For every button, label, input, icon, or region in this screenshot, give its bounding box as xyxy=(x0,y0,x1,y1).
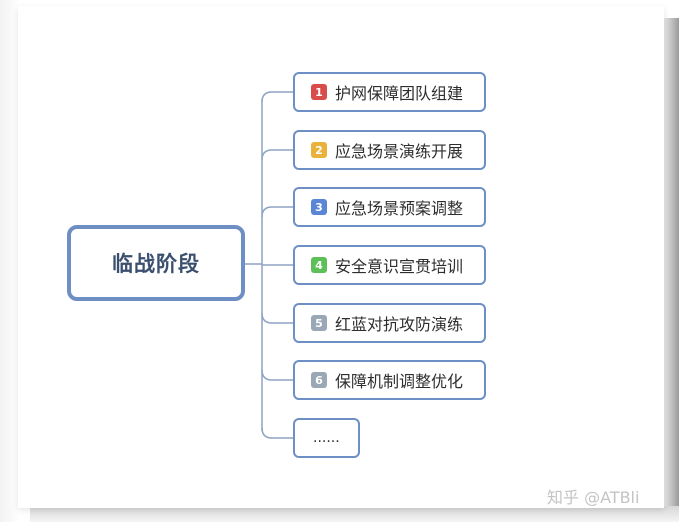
badge-1: 1 xyxy=(311,84,327,100)
connector-branch-1 xyxy=(261,91,293,103)
branch-node-6[interactable]: 6 保障机制调整优化 xyxy=(293,360,486,400)
page-shadow-right xyxy=(664,18,679,508)
branch-label-3: 应急场景预案调整 xyxy=(335,199,464,218)
connector-branch-3 xyxy=(261,206,293,218)
connector-branch-5 xyxy=(261,312,293,324)
branch-node-2[interactable]: 2 应急场景演练开展 xyxy=(293,130,486,170)
branch-node-4[interactable]: 4 安全意识宣贯培训 xyxy=(293,245,486,285)
branch-node-1[interactable]: 1 护网保障团队组建 xyxy=(293,72,486,112)
branch-label-5: 红蓝对抗攻防演练 xyxy=(335,315,464,334)
connector-branch-more xyxy=(261,427,293,439)
page-shadow-left xyxy=(0,0,20,522)
branch-node-5[interactable]: 5 红蓝对抗攻防演练 xyxy=(293,303,486,343)
badge-5: 5 xyxy=(311,315,327,331)
badge-3: 3 xyxy=(311,199,327,215)
branch-node-3[interactable]: 3 应急场景预案调整 xyxy=(293,187,486,227)
branch-label-1: 护网保障团队组建 xyxy=(335,84,464,103)
badge-2: 2 xyxy=(311,142,327,158)
badge-4: 4 xyxy=(311,257,327,273)
branch-label-4: 安全意识宣贯培训 xyxy=(335,257,464,276)
badge-6: 6 xyxy=(311,372,327,388)
branch-label-6: 保障机制调整优化 xyxy=(335,372,464,391)
root-node[interactable]: 临战阶段 xyxy=(67,225,245,301)
watermark: 知乎 @ATBli xyxy=(547,488,640,507)
branch-label-2: 应急场景演练开展 xyxy=(335,142,464,161)
page-shadow-bottom xyxy=(30,506,679,522)
connector-branch-6 xyxy=(261,369,293,381)
branch-label-more: ...... xyxy=(313,430,340,446)
branch-node-more[interactable]: ...... xyxy=(293,418,360,458)
connector-branch-2 xyxy=(261,149,293,161)
root-node-label: 临战阶段 xyxy=(112,252,200,276)
